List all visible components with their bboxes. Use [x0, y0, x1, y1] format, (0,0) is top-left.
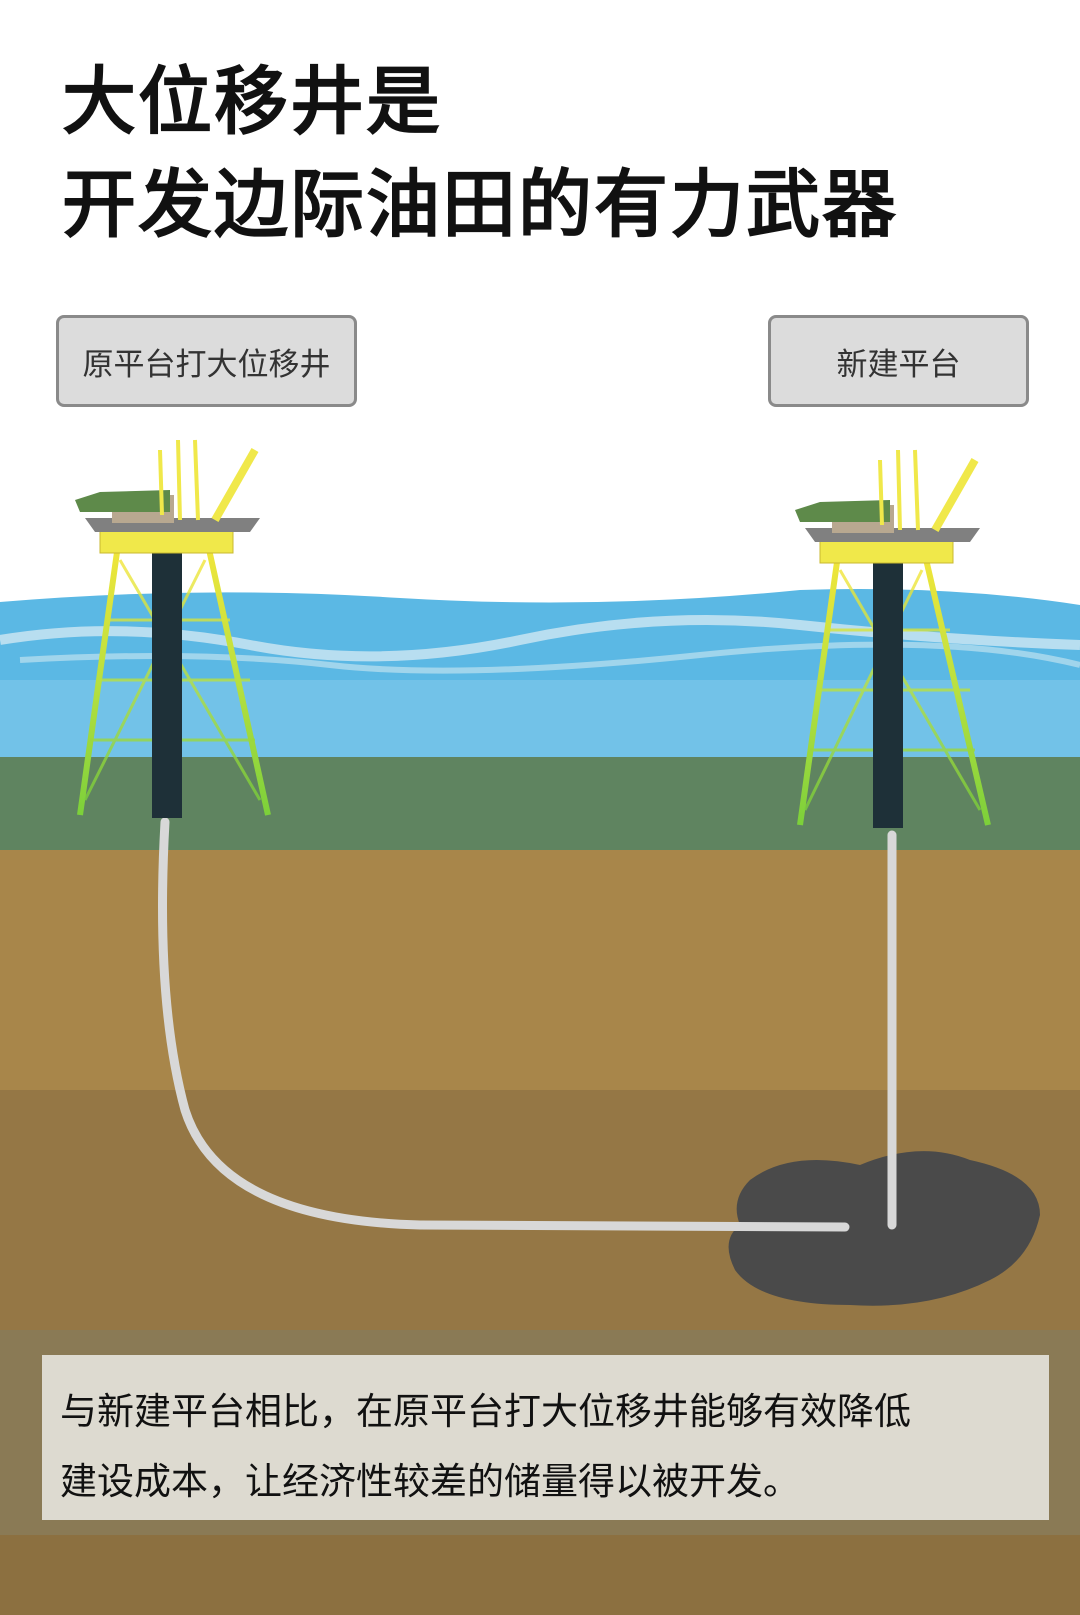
caption-box: 与新建平台相比，在原平台打大位移井能够有效降低 建设成本，让经济性较差的储量得以…	[42, 1355, 1049, 1520]
caption-line-1: 与新建平台相比，在原平台打大位移井能够有效降低	[60, 1390, 911, 1433]
platform-left	[75, 439, 271, 818]
oil-reservoir	[728, 1151, 1040, 1306]
caption-line-2: 建设成本，让经济性较差的储量得以被开发。	[60, 1460, 800, 1503]
title-line-2: 开发边际油田的有力武器	[62, 162, 898, 248]
existing-platform-erw-button[interactable]: 原平台打大位移井	[56, 315, 357, 407]
title-line-1: 大位移井是	[62, 59, 442, 145]
platform-right	[795, 449, 991, 828]
new-platform-button[interactable]: 新建平台	[768, 315, 1029, 407]
extended-reach-well	[158, 817, 850, 1232]
soil-upper	[0, 850, 1080, 1090]
